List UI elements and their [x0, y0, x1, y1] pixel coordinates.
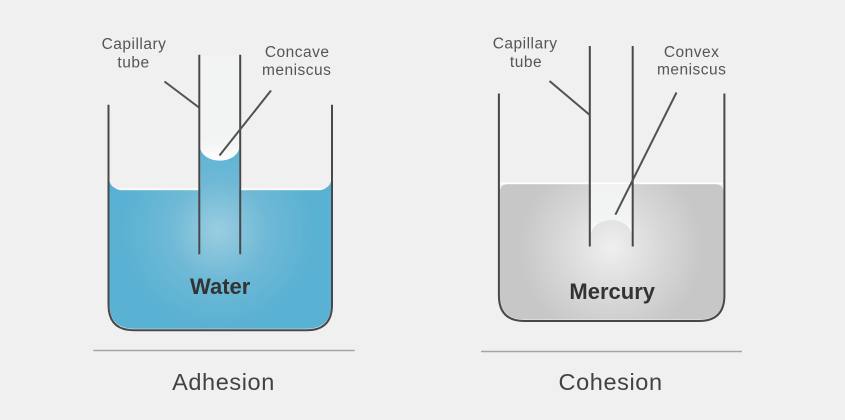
svg-text:Capillary: Capillary	[102, 36, 167, 53]
svg-text:meniscus: meniscus	[262, 62, 331, 79]
svg-text:Convex: Convex	[664, 44, 720, 61]
svg-text:Mercury: Mercury	[569, 279, 655, 304]
svg-text:Capillary: Capillary	[493, 35, 558, 52]
svg-text:meniscus: meniscus	[657, 62, 726, 79]
svg-text:Cohesion: Cohesion	[559, 369, 663, 395]
svg-text:Concave: Concave	[265, 44, 330, 61]
svg-text:Adhesion: Adhesion	[172, 369, 275, 395]
svg-text:tube: tube	[510, 54, 542, 71]
svg-text:Water: Water	[190, 274, 251, 299]
svg-text:tube: tube	[117, 55, 149, 72]
